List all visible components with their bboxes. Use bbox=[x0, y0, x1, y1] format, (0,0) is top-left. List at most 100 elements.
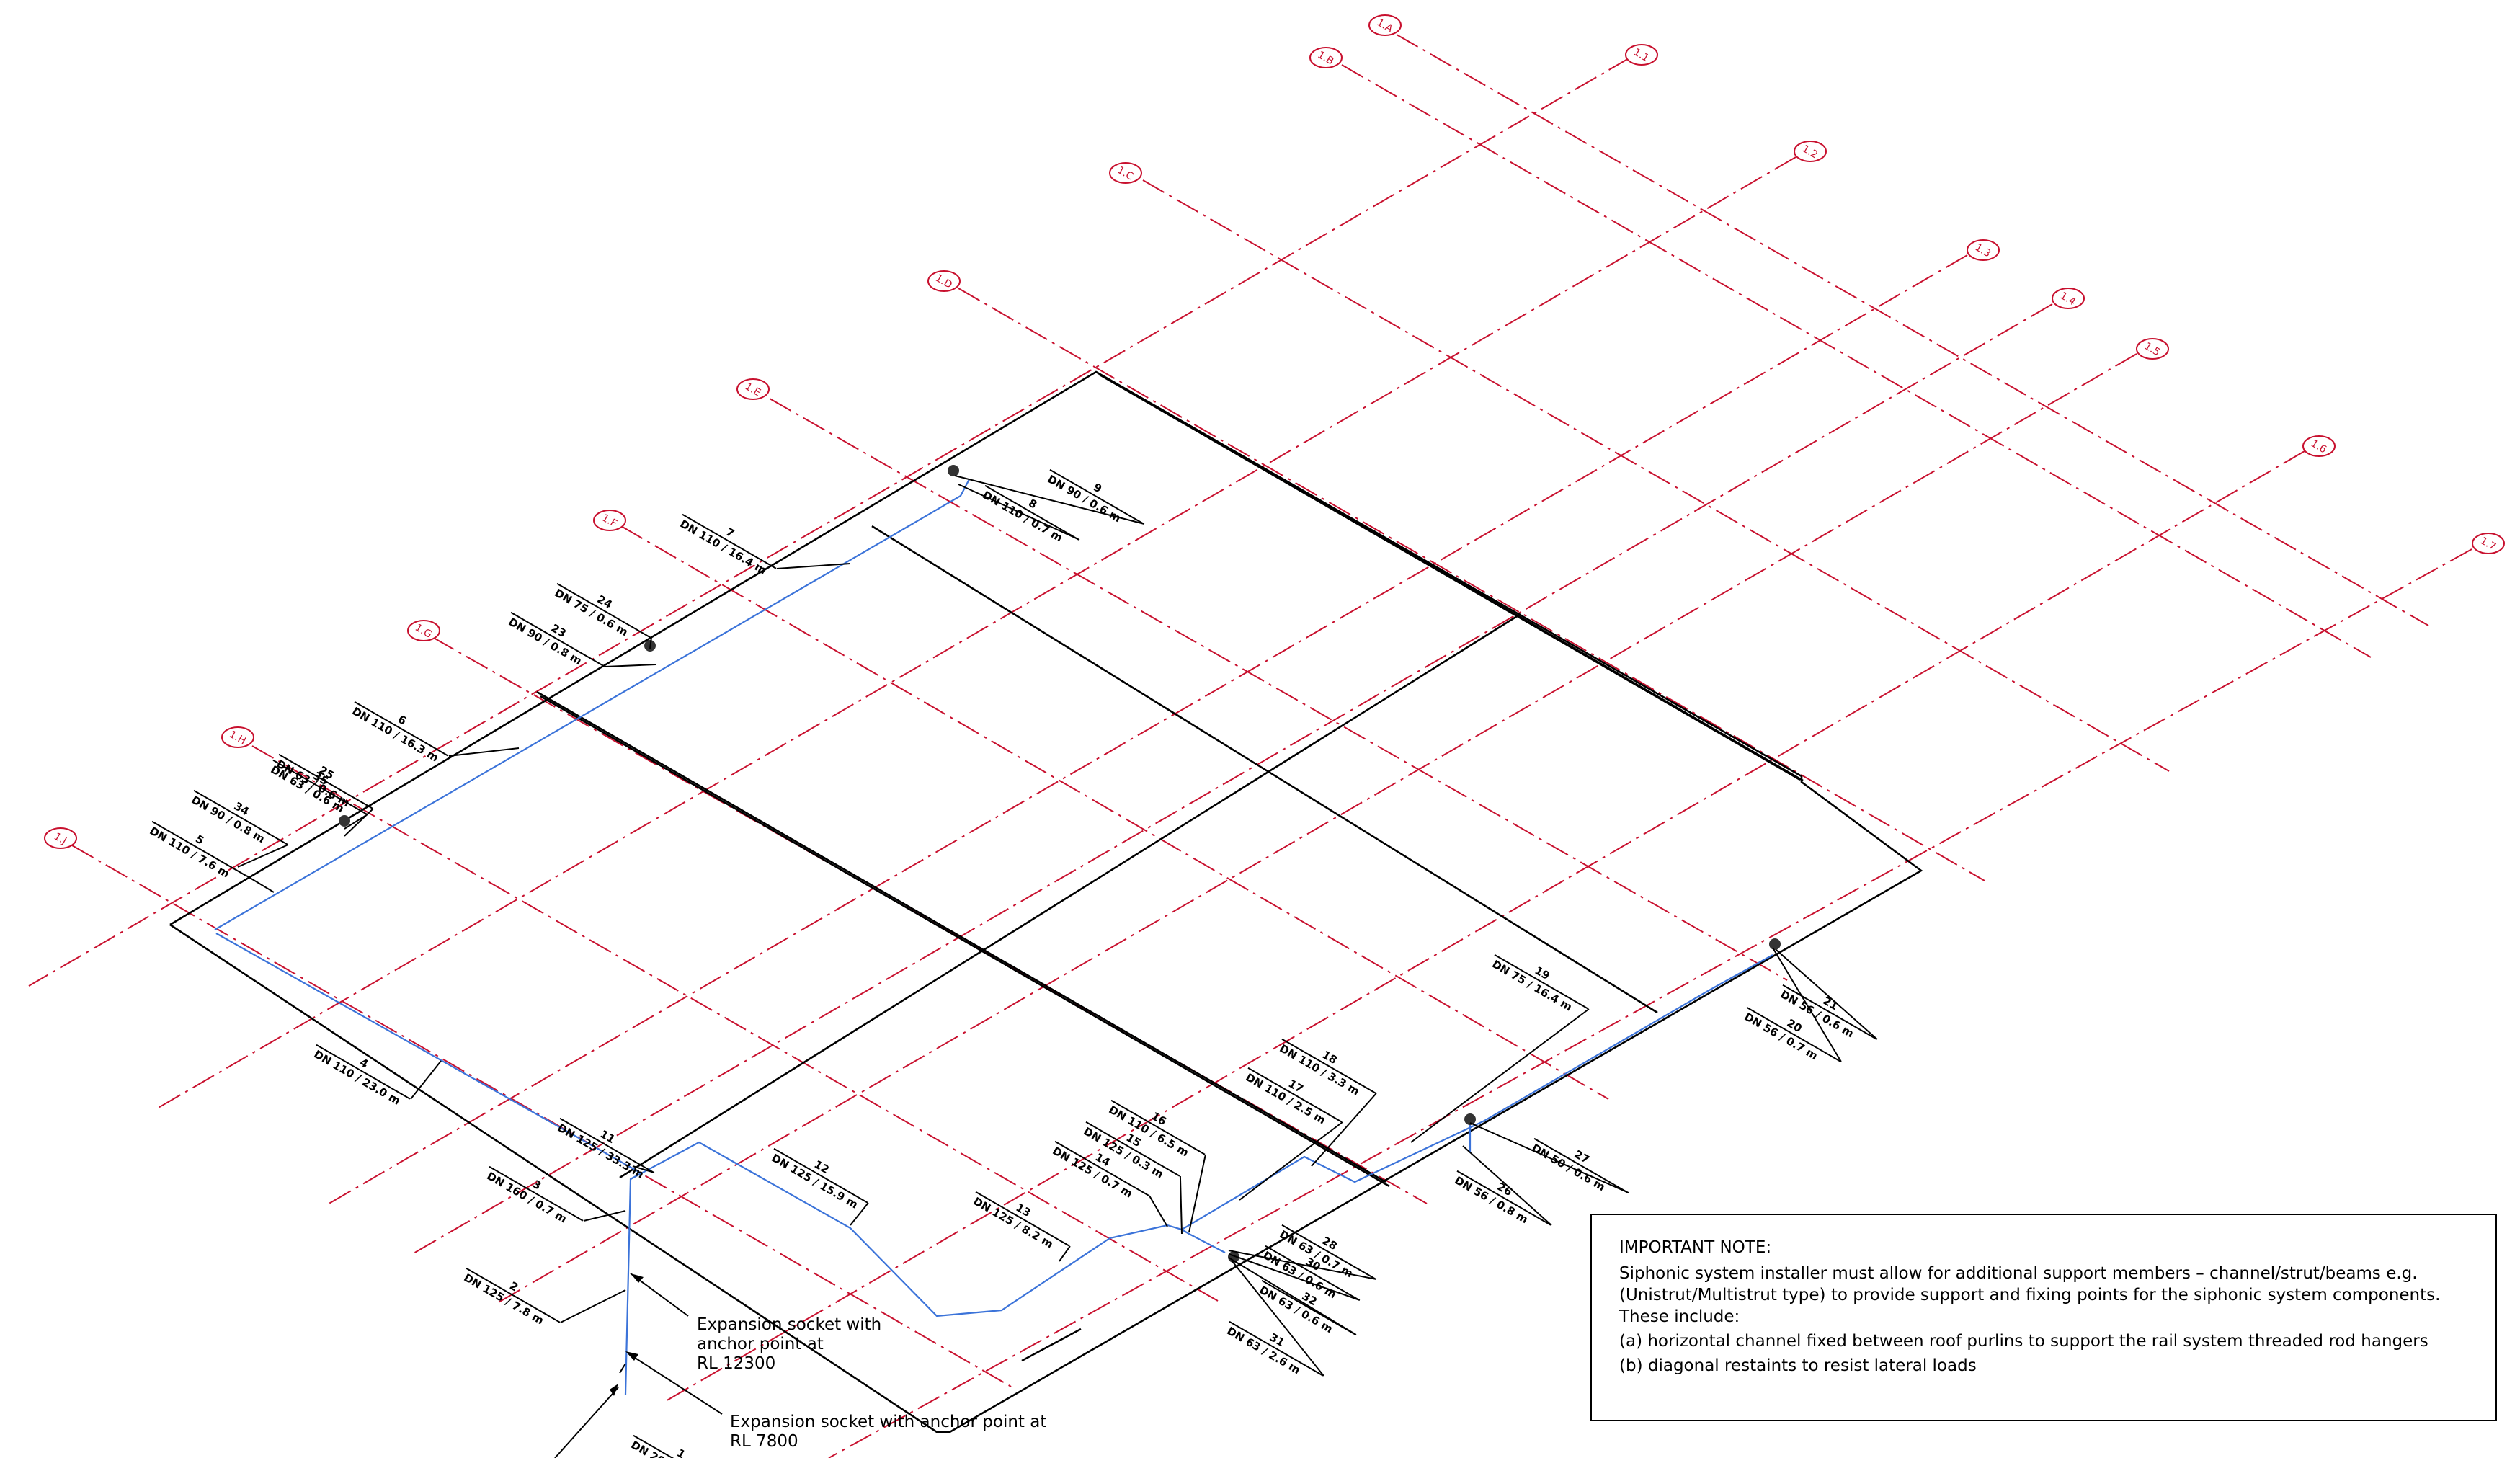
pipe-tag-leader bbox=[410, 1060, 442, 1100]
pipe-tag-leader bbox=[954, 475, 1145, 525]
pipe-tag-size: DN 125 / 33.3 m bbox=[555, 1121, 646, 1181]
pipe-tag-leader bbox=[344, 808, 374, 837]
pipe-tag: 6DN 110 / 16.3 m bbox=[349, 701, 449, 765]
pipe-tag-underline bbox=[1247, 1067, 1343, 1123]
pipe-tag-underline bbox=[1494, 954, 1589, 1010]
pipe-tag-leader bbox=[850, 1202, 869, 1226]
roof-outlet bbox=[1464, 1113, 1476, 1125]
roof-outlet bbox=[339, 815, 350, 827]
expansion-socket-upper-line2: anchor point at bbox=[697, 1335, 824, 1353]
grid-bubbles: 1.A1.B1.C1.D1.E1.F1.G1.H1.J1.11.21.31.41… bbox=[44, 14, 2505, 849]
grid-bubble-circle bbox=[221, 726, 254, 748]
grid-bubble-circle bbox=[1625, 44, 1658, 66]
grid-lines-letters bbox=[71, 34, 2429, 1390]
pipe-tag-underline bbox=[1265, 1245, 1360, 1301]
note-line: Siphonic system installer must allow for… bbox=[1619, 1264, 2418, 1283]
grid-bubble-circle bbox=[593, 510, 626, 531]
grid-bubble-number-5: 1.6 bbox=[2302, 435, 2336, 457]
pipe-tag-underline bbox=[278, 753, 373, 809]
grid-bubble-letter-8: 1.J bbox=[44, 827, 77, 849]
pipe-tag-underline bbox=[633, 1434, 728, 1458]
pipe-tag-underline bbox=[1261, 1279, 1356, 1335]
grid-bubble-letter-5: 1.F bbox=[593, 510, 626, 531]
pipe-tag-number: 3 bbox=[530, 1178, 543, 1193]
pipe-tag: 1DN 200 / 0.7 bbox=[628, 1434, 728, 1458]
grid-bubble-letter-1: 1.B bbox=[1309, 47, 1343, 68]
grid-bubble-letter-6: 1.G bbox=[407, 620, 440, 641]
grid-bubble-letter-4: 1.E bbox=[736, 378, 770, 400]
expansion-socket-annotations: Expansion socket with anchor point at RL… bbox=[554, 1273, 1046, 1458]
note-item: (a) horizontal channel fixed between roo… bbox=[1619, 1332, 2428, 1351]
pipe-tag-underline bbox=[510, 611, 605, 667]
pipe-tag-size: DN 160 / 0.7 m bbox=[484, 1169, 569, 1225]
pipe-tag-leader bbox=[1059, 1245, 1071, 1262]
pipe-tag-leader bbox=[448, 747, 520, 757]
pipe-tag-number: 6 bbox=[396, 713, 409, 728]
grid-bubble-circle bbox=[736, 378, 770, 400]
pipe-tag: 2DN 125 / 7.8 m bbox=[461, 1267, 561, 1327]
pipe-tag-leader bbox=[605, 664, 656, 667]
pipe-tag-underline bbox=[1085, 1121, 1180, 1177]
pipe-tag-leader bbox=[237, 844, 289, 868]
pipe-tag-number: 4 bbox=[357, 1056, 370, 1071]
pipe-tag-leader bbox=[1469, 1122, 1629, 1193]
pipe-tag-size: DN 75 / 16.4 m bbox=[1490, 957, 1574, 1013]
grid-bubble-number-3: 1.4 bbox=[2052, 288, 2085, 309]
grid-bubble-letter-2: 1.C bbox=[1109, 162, 1142, 184]
pipe-tag-leader bbox=[1311, 1093, 1377, 1167]
grid-bubble-circle bbox=[1967, 239, 2000, 261]
pipe-tag-underline bbox=[316, 1044, 411, 1100]
grid-bubble-number-4: 1.5 bbox=[2136, 338, 2169, 360]
pipe-tag-size: DN 125 / 8.2 m bbox=[971, 1194, 1055, 1250]
pipe-tag-size: DN 56 / 0.7 m bbox=[1742, 1010, 1820, 1062]
pipe-tag-leader bbox=[1772, 947, 1842, 1062]
pipe-tag-size: DN 63 / 2.6 m bbox=[1224, 1324, 1302, 1377]
grid-bubble-circle bbox=[2302, 435, 2336, 457]
grid-bubble-circle bbox=[1794, 141, 1827, 162]
pipe-tag-leader bbox=[1410, 1008, 1590, 1143]
expansion-socket-upper-line3: RL 12300 bbox=[697, 1354, 775, 1373]
pipe-tag-size: DN 90 / 0.6 m bbox=[1045, 472, 1123, 525]
pipe-tag-leader bbox=[1239, 1121, 1343, 1201]
pipe-tag: 9DN 90 / 0.6 m bbox=[1045, 468, 1144, 525]
pipe-tag-leader bbox=[1179, 1175, 1183, 1235]
pipe-tag-leader bbox=[958, 484, 1080, 541]
pipe-tag-underline bbox=[489, 1165, 584, 1222]
grid-bubble-number-6: 1.7 bbox=[2472, 533, 2505, 554]
pipe-tag-size: DN 110 / 16.4 m bbox=[677, 517, 768, 577]
pipe-tag-size: DN 90 / 0.8 m bbox=[506, 615, 584, 667]
note-item: (b) diagonal restaints to resist lateral… bbox=[1619, 1356, 1977, 1375]
grid-bubble-letter-0: 1.A bbox=[1368, 14, 1402, 36]
grid-bubble-circle bbox=[1309, 47, 1343, 68]
pipe-tag: 4DN 110 / 23.0 m bbox=[311, 1044, 411, 1108]
pipe-tag-size: DN 56 / 0.8 m bbox=[1452, 1173, 1530, 1226]
roof-outlet bbox=[1769, 938, 1781, 950]
pipe-tag-underline bbox=[193, 789, 288, 845]
pipe-tag-leader bbox=[776, 563, 851, 569]
pipe-tag-leader bbox=[1776, 949, 1878, 1040]
grid-bubble-circle bbox=[1109, 162, 1142, 184]
pipe-tag-leader bbox=[1149, 1195, 1168, 1227]
grid-bubble-label: 1.J bbox=[52, 831, 68, 848]
pipe-tag-leader bbox=[1232, 1261, 1324, 1377]
grid-bubble-letter-7: 1.H bbox=[221, 726, 254, 748]
roof-outlets bbox=[339, 465, 1781, 1263]
expansion-socket-upper-line1: Expansion socket with bbox=[697, 1315, 881, 1334]
grid-bubble-circle bbox=[2472, 533, 2505, 554]
pipe-tag-underline bbox=[1049, 468, 1144, 525]
pipe-tag-number: 5 bbox=[193, 832, 206, 848]
grid-bubble-circle bbox=[44, 827, 77, 849]
pipe-tag-size: DN 110 / 7.6 m bbox=[147, 824, 231, 880]
grid-bubble-letter-3: 1.D bbox=[927, 270, 961, 292]
pipe-tag-underline bbox=[975, 1191, 1070, 1247]
pipe-tag-size: DN 110 / 23.0 m bbox=[311, 1047, 402, 1107]
pipe-tag-number: 1 bbox=[674, 1446, 687, 1458]
